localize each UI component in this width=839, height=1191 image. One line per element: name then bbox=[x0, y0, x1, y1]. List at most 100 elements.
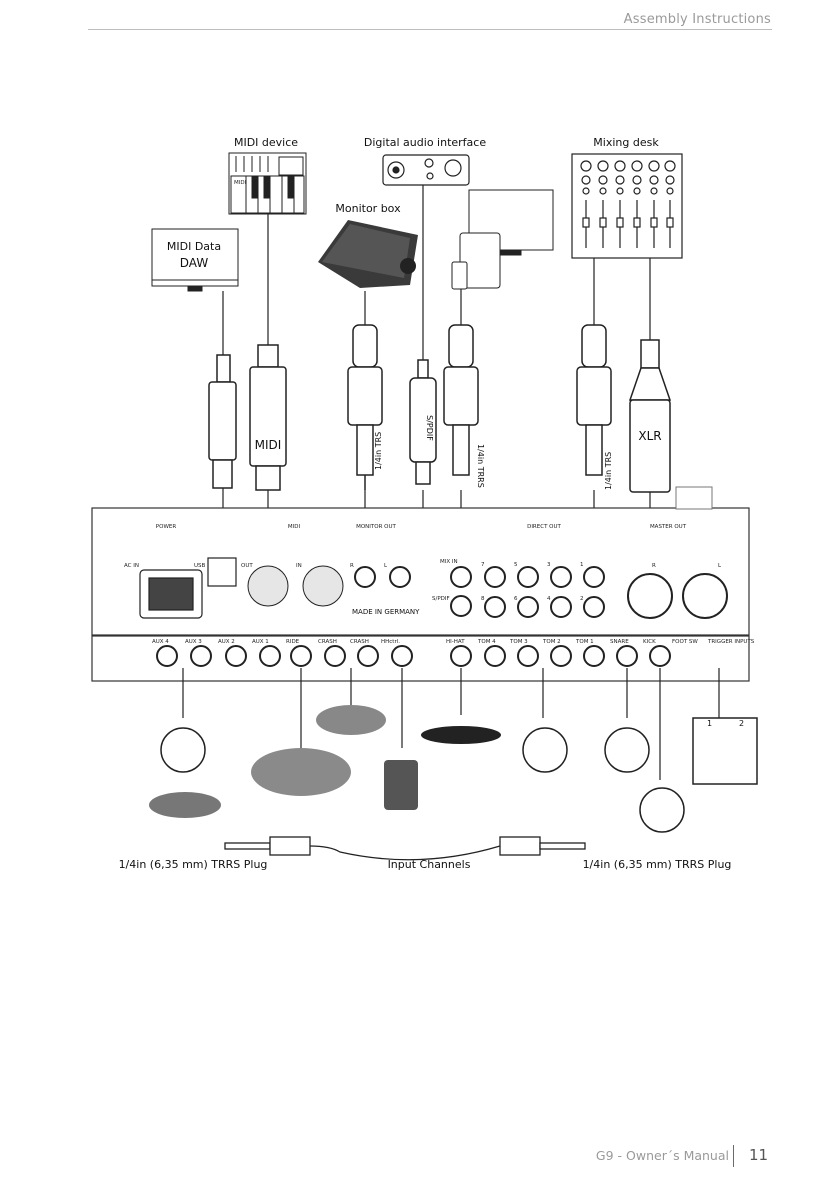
made-in-label: MADE IN GERMANY bbox=[352, 608, 420, 616]
section-midi: MIDI bbox=[288, 524, 301, 530]
audio-interface-icon bbox=[382, 154, 470, 186]
trigger-input-jacks[interactable] bbox=[156, 645, 671, 667]
input-label-7: CRASH bbox=[350, 639, 369, 645]
input-label-8: HHctrl. bbox=[381, 639, 400, 645]
direct-out-5-jack bbox=[517, 566, 539, 588]
xlr-label: XLR bbox=[638, 429, 661, 443]
midi-connector-icon bbox=[249, 344, 287, 491]
midi-connector-label: MIDI bbox=[255, 438, 282, 452]
input-jack-14[interactable] bbox=[616, 645, 638, 667]
usb-connector-icon bbox=[208, 354, 237, 489]
section-direct-out: DIRECT OUT bbox=[527, 524, 561, 530]
midi-out-label: OUT bbox=[241, 563, 253, 569]
direct-bottom-1: 8 bbox=[481, 596, 485, 602]
page-number: 11 bbox=[749, 1146, 769, 1164]
mix-in-label: MIX IN bbox=[440, 559, 458, 565]
input-jack-15[interactable] bbox=[649, 645, 671, 667]
keyboard-midi-text: MIDI bbox=[234, 180, 247, 186]
input-label-14: SNARE bbox=[610, 639, 629, 645]
midi-in-label: IN bbox=[296, 563, 302, 569]
input-jack-3[interactable] bbox=[225, 645, 247, 667]
midi-keyboard-icon bbox=[228, 152, 307, 215]
input-jack-5[interactable] bbox=[290, 645, 312, 667]
footer-divider bbox=[733, 1145, 734, 1167]
label-midi-device: MIDI device bbox=[234, 136, 298, 149]
input-jack-11[interactable] bbox=[517, 645, 539, 667]
input-jack-10[interactable] bbox=[484, 645, 506, 667]
monitor-out-r-jack bbox=[354, 566, 376, 588]
input-jack-9[interactable] bbox=[450, 645, 472, 667]
direct-top-4: 1 bbox=[580, 562, 584, 568]
xlr-plug-icon bbox=[628, 339, 672, 493]
direct-bottom-2: 6 bbox=[514, 596, 518, 602]
input-jack-4[interactable] bbox=[259, 645, 281, 667]
input-label-1: AUX 4 bbox=[152, 639, 169, 645]
input-jack-13[interactable] bbox=[583, 645, 605, 667]
ac-socket bbox=[139, 569, 203, 619]
daw-line2: DAW bbox=[180, 256, 209, 270]
master-out-l-xlr[interactable] bbox=[682, 573, 728, 619]
direct-out-1-jack bbox=[583, 566, 605, 588]
usb-port-label: USB bbox=[194, 563, 206, 569]
section-monitor-out: MONITOR OUT bbox=[356, 524, 396, 530]
monitor-l-label: L bbox=[384, 563, 388, 569]
input-label-5: RIDE bbox=[286, 639, 300, 645]
direct-bottom-3: 4 bbox=[547, 596, 551, 602]
usb-port[interactable] bbox=[207, 557, 237, 587]
section-power: POWER bbox=[156, 524, 177, 530]
right-plug-label: 1/4in (6,35 mm) TRRS Plug bbox=[583, 858, 732, 871]
input-jack-2[interactable] bbox=[190, 645, 212, 667]
section-master-out: MASTER OUT bbox=[650, 524, 687, 530]
spdif-jack bbox=[450, 595, 472, 617]
tablet-phone-icon bbox=[451, 189, 554, 290]
trrs-label: 1/4in TRRS bbox=[476, 444, 485, 488]
direct-top-2: 5 bbox=[514, 562, 518, 568]
label-mixing-desk: Mixing desk bbox=[593, 136, 659, 149]
pad-cables bbox=[182, 668, 720, 780]
input-label-16: FOOT SW bbox=[672, 639, 698, 645]
direct-top-1: 7 bbox=[481, 562, 485, 568]
midi-out-port[interactable] bbox=[247, 565, 289, 607]
daw-line1: MIDI Data bbox=[167, 240, 221, 253]
input-jack-12[interactable] bbox=[550, 645, 572, 667]
header-divider bbox=[88, 29, 772, 30]
input-label-13: TOM 1 bbox=[575, 639, 594, 645]
input-label-11: TOM 3 bbox=[509, 639, 528, 645]
input-label-15: KICK bbox=[643, 639, 656, 645]
midi-in-port[interactable] bbox=[302, 565, 344, 607]
monitor-box-icon bbox=[318, 220, 418, 288]
direct-out-2-jack bbox=[583, 596, 605, 618]
daw-monitor-icon bbox=[151, 228, 239, 292]
drum-pads bbox=[149, 705, 758, 833]
input-label-10: TOM 4 bbox=[477, 639, 496, 645]
spdif-plug-label: S/PDIF bbox=[425, 415, 434, 441]
label-audio-interface: Digital audio interface bbox=[364, 136, 486, 149]
master-r-label: R bbox=[652, 563, 656, 569]
master-out-r-xlr[interactable] bbox=[627, 573, 673, 619]
direct-out-8-jack bbox=[484, 596, 506, 618]
footer-manual: G9 - Owner´s Manual bbox=[595, 1148, 729, 1163]
input-jack-6[interactable] bbox=[324, 645, 346, 667]
monitor-r-label: R bbox=[350, 563, 354, 569]
input-label-3: AUX 2 bbox=[218, 639, 235, 645]
trs-plug-icon bbox=[347, 324, 383, 490]
direct-out-6-jack bbox=[517, 596, 539, 618]
input-jack-7[interactable] bbox=[357, 645, 379, 667]
header-title: Assembly Instructions bbox=[623, 12, 771, 27]
input-label-2: AUX 3 bbox=[185, 639, 202, 645]
input-label-12: TOM 2 bbox=[542, 639, 561, 645]
monitor-out-l-jack bbox=[389, 566, 411, 588]
direct-bottom-4: 2 bbox=[580, 596, 584, 602]
direct-out-7-jack bbox=[484, 566, 506, 588]
input-jack-1[interactable] bbox=[156, 645, 178, 667]
trs1-label: 1/4in TRS bbox=[374, 432, 383, 470]
input-channels-label: Input Channels bbox=[388, 858, 471, 871]
direct-top-3: 3 bbox=[547, 562, 551, 568]
trs-plug-icon-2 bbox=[576, 324, 612, 476]
input-jack-8[interactable] bbox=[391, 645, 413, 667]
mixing-desk-icon bbox=[571, 153, 683, 259]
left-plug-label: 1/4in (6,35 mm) TRRS Plug bbox=[119, 858, 268, 871]
label-monitor-box: Monitor box bbox=[335, 202, 401, 215]
spdif-port-label: S/PDIF bbox=[432, 596, 450, 602]
